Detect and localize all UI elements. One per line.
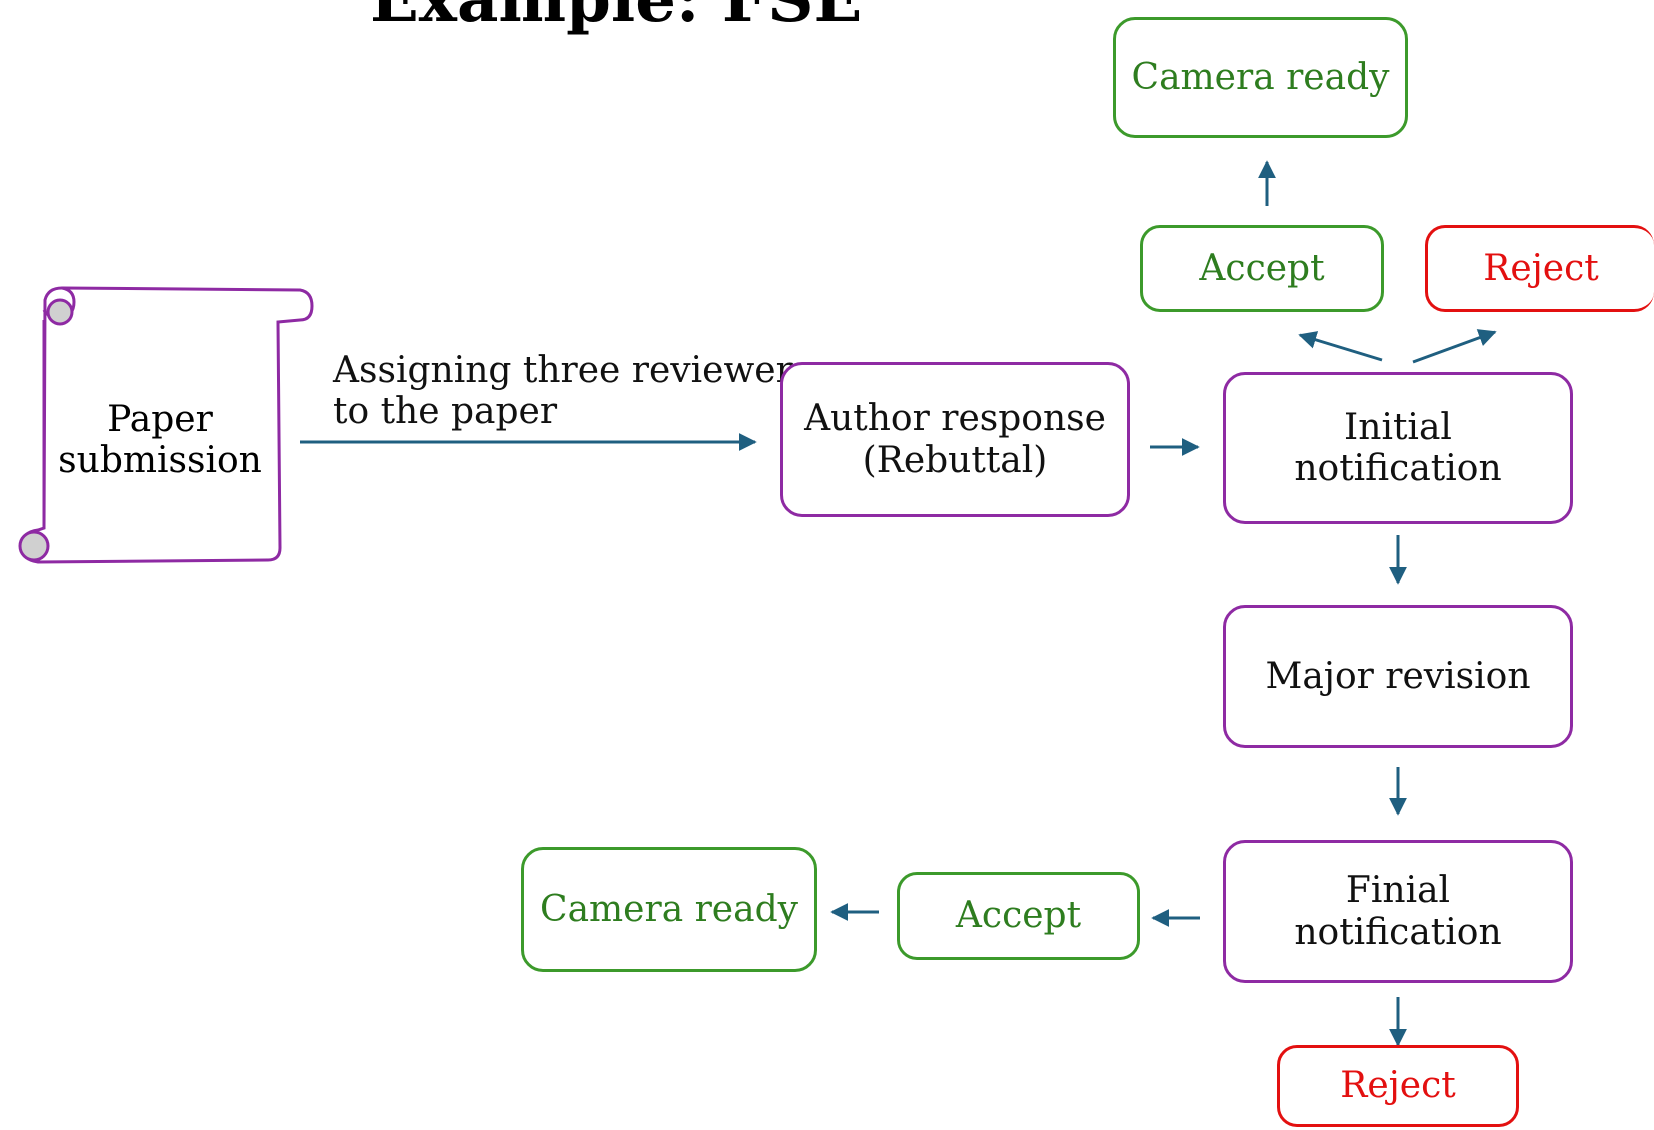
accept-bottom-node: Accept [897, 872, 1140, 960]
final-notification-label: Finial notification [1294, 870, 1502, 953]
camera-ready-bottom-label: Camera ready [540, 888, 798, 930]
edge-initial-to-reject [1412, 329, 1497, 364]
final-notification-node: Finial notification [1223, 840, 1573, 983]
accept-bottom-label: Accept [955, 895, 1082, 937]
edge-initial-to-accept [1298, 331, 1383, 362]
paper-submission-label: Paper submission [58, 398, 262, 481]
major-revision-label: Major revision [1265, 655, 1531, 697]
assign-reviewers-label: Assigning three reviewers to the paper [333, 350, 812, 433]
initial-notification-node: Initial notification [1223, 372, 1573, 524]
reject-bottom-node: Reject [1277, 1045, 1519, 1127]
edges [300, 160, 1497, 1047]
reject-bottom-label: Reject [1340, 1065, 1456, 1107]
page-title: Example: FSE [370, 0, 862, 37]
initial-notification-label: Initial notification [1294, 406, 1502, 489]
author-response-label: Author response (Rebuttal) [804, 398, 1106, 481]
reject-top-label: Reject [1483, 247, 1599, 289]
reject-top-node: Reject [1425, 225, 1654, 312]
major-revision-node: Major revision [1223, 605, 1573, 748]
scroll-shape [18, 286, 314, 564]
accept-top-label: Accept [1199, 247, 1325, 289]
author-response-node: Author response (Rebuttal) [780, 362, 1130, 517]
camera-ready-top-node: Camera ready [1113, 17, 1408, 138]
camera-ready-bottom-node: Camera ready [521, 847, 817, 972]
camera-ready-top-label: Camera ready [1131, 56, 1390, 98]
accept-top-node: Accept [1140, 225, 1384, 312]
paper-submission-node: Paper submission [58, 395, 262, 485]
